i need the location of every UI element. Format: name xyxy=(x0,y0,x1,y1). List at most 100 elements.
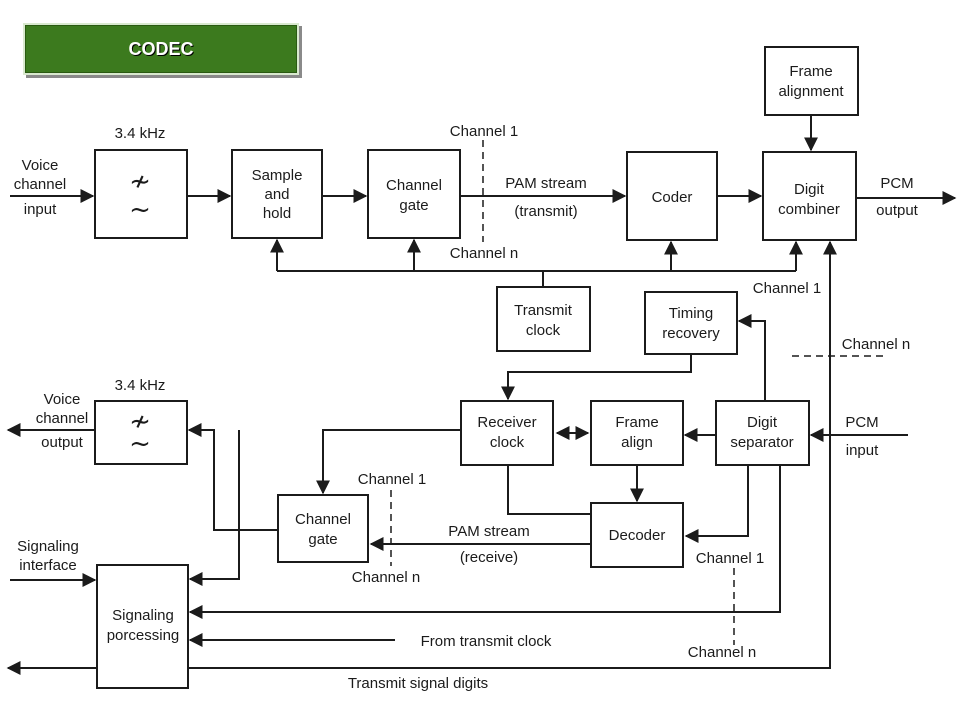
svg-text:gate: gate xyxy=(399,197,428,214)
svg-text:hold: hold xyxy=(263,205,291,222)
from-transmit-clock-label: From transmit clock xyxy=(421,633,552,650)
svg-text:clock: clock xyxy=(526,322,561,339)
receive-channel-gate-label: Channel gate xyxy=(295,511,351,548)
svg-text:Timing: Timing xyxy=(669,305,713,322)
receive-filter-symbol-bottom: ~ xyxy=(129,429,151,459)
coder-label: Coder xyxy=(652,189,693,206)
separator-to-decoder-arrow xyxy=(684,465,749,543)
svg-text:Digit: Digit xyxy=(794,181,825,198)
transmit-filter-symbol-bottom: ~ xyxy=(129,195,151,225)
receive-channel-gate-box xyxy=(277,494,369,563)
svg-text:channel: channel xyxy=(14,176,67,193)
transmit-channel-1-label: Channel 1 xyxy=(450,123,518,140)
svg-text:input: input xyxy=(846,442,879,459)
digit-combiner-label: Digit combiner xyxy=(778,181,840,218)
title-badge: CODEC xyxy=(23,23,299,75)
svg-text:Channel: Channel xyxy=(295,511,351,528)
timing-recovery-label: Timing recovery xyxy=(662,305,720,342)
pcm-input-label: PCM input xyxy=(845,414,879,459)
svg-text:Channel: Channel xyxy=(386,177,442,194)
svg-text:Voice: Voice xyxy=(44,391,81,408)
svg-text:Transmit: Transmit xyxy=(514,302,573,319)
digit-combiner-box xyxy=(762,151,857,241)
voice-channel-output-label: Voice channel output xyxy=(36,391,89,451)
signaling-interface-label: Signaling interface xyxy=(17,538,79,574)
svg-text:combiner: combiner xyxy=(778,201,840,218)
svg-text:Signaling: Signaling xyxy=(17,538,79,555)
timing-to-receiver-clock-arrow xyxy=(501,354,692,401)
pam-receive-note: (receive) xyxy=(460,549,518,566)
svg-text:output: output xyxy=(876,202,919,219)
pam-stream-receive-label: PAM stream xyxy=(448,523,529,540)
svg-text:separator: separator xyxy=(730,434,793,451)
svg-text:align: align xyxy=(621,434,653,451)
frame-align-box xyxy=(590,400,684,466)
transmit-channel-gate-box xyxy=(367,149,461,239)
transmit-signal-digits-label: Transmit signal digits xyxy=(348,675,488,692)
signaling-processing-box xyxy=(96,564,189,689)
decoder-channel-1-label: Channel 1 xyxy=(696,550,764,567)
svg-text:clock: clock xyxy=(490,434,525,451)
timing-recovery-box xyxy=(644,291,738,355)
sample-and-hold-label: Sample and hold xyxy=(252,167,303,222)
transmit-clock-box xyxy=(496,286,591,352)
svg-text:channel: channel xyxy=(36,410,89,427)
transmit-channel-n-label: Channel n xyxy=(450,245,518,262)
decoder-box xyxy=(590,502,684,568)
svg-text:alignment: alignment xyxy=(778,83,844,100)
svg-text:Voice: Voice xyxy=(22,157,59,174)
svg-text:PCM: PCM xyxy=(880,175,913,192)
transmit-filter-label: 3.4 kHz xyxy=(115,125,166,142)
frame-alignment-label: Frame alignment xyxy=(778,63,844,100)
svg-text:recovery: recovery xyxy=(662,325,720,342)
channel-1-right-label: Channel 1 xyxy=(753,280,821,297)
frame-alignment-box xyxy=(764,46,859,116)
svg-text:interface: interface xyxy=(19,557,77,574)
svg-text:Receiver: Receiver xyxy=(477,414,536,431)
svg-text:PCM: PCM xyxy=(845,414,878,431)
receive-filter-box xyxy=(94,400,188,465)
pam-stream-transmit-label: PAM stream xyxy=(505,175,586,192)
receiver-clock-box xyxy=(460,400,554,466)
signal-digits-to-combiner-arrow xyxy=(10,240,837,669)
pam-transmit-note: (transmit) xyxy=(514,203,577,220)
signal-to-processing-arrow xyxy=(188,430,240,586)
transmit-channel-gate-label: Channel gate xyxy=(386,177,442,214)
pcm-output-label: PCM output xyxy=(876,175,919,219)
channel-n-right-label: Channel n xyxy=(842,336,910,353)
decoder-label: Decoder xyxy=(609,527,666,544)
svg-text:Signaling: Signaling xyxy=(112,607,174,624)
receiver-clock-to-decoder-line xyxy=(507,465,591,515)
gate-to-filter-arrow xyxy=(187,423,278,531)
svg-text:Frame: Frame xyxy=(789,63,832,80)
svg-text:Digit: Digit xyxy=(747,414,778,431)
digit-separator-box xyxy=(715,400,810,466)
receiver-clock-label: Receiver clock xyxy=(477,414,536,451)
receive-filter-symbol-top: ≁ xyxy=(129,407,151,437)
svg-text:input: input xyxy=(24,201,57,218)
transmit-clock-label: Transmit clock xyxy=(514,302,573,339)
receive-filter-label: 3.4 kHz xyxy=(115,377,166,394)
digit-separator-label: Digit separator xyxy=(730,414,793,451)
svg-text:Sample: Sample xyxy=(252,167,303,184)
svg-text:porcessing: porcessing xyxy=(107,627,180,644)
transmit-filter-box xyxy=(94,149,188,239)
svg-text:gate: gate xyxy=(308,531,337,548)
decoder-channel-n-label: Channel n xyxy=(688,644,756,661)
sample-and-hold-box xyxy=(231,149,323,239)
receiver-clock-to-gate-arrow xyxy=(316,429,461,495)
separator-to-signaling-arrow xyxy=(188,465,781,619)
transmit-filter-symbol-top: ≁ xyxy=(129,167,151,197)
frame-align-label: Frame align xyxy=(615,414,658,451)
voice-channel-input-label: Voice channel input xyxy=(14,157,67,218)
signaling-processing-label: Signaling porcessing xyxy=(107,607,180,644)
svg-text:output: output xyxy=(41,434,84,451)
receive-channel-n-label: Channel n xyxy=(352,569,420,586)
slide-title: CODEC xyxy=(128,38,194,59)
separator-to-timing-arrow xyxy=(737,314,766,401)
svg-text:Frame: Frame xyxy=(615,414,658,431)
receive-channel-1-label: Channel 1 xyxy=(358,471,426,488)
svg-text:and: and xyxy=(264,186,289,203)
